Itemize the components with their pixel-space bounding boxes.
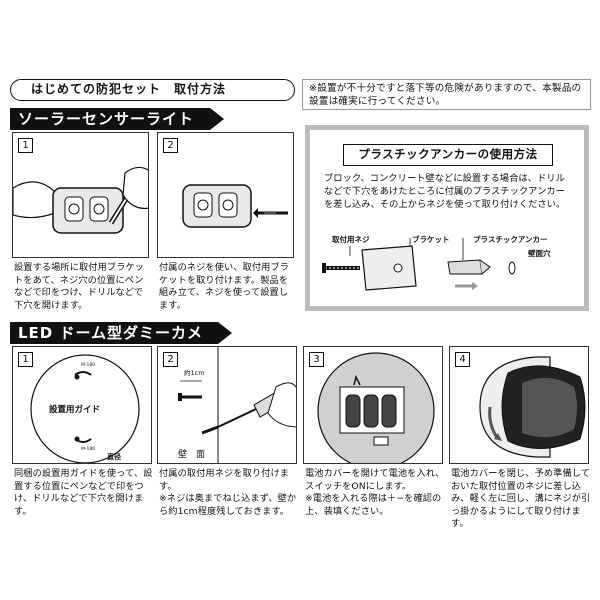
camera-step-3-text: 電池カバーを開けて電池を入れ、スイッチをONにします。: [305, 468, 445, 492]
camera-step-2-panel: 2 約1cm 壁 面: [157, 346, 297, 464]
step-number: 1: [18, 138, 33, 153]
guide-label: 設置用ガイド: [49, 405, 101, 415]
label-screw: 取付用ネジ: [332, 235, 370, 244]
plastic-anchor-instructions: プラスチックアンカーの使用方法 ブロック、コンクリート壁などに設置する場合は、ド…: [305, 125, 589, 311]
solar-step-1-text: 設置する場所に取付用ブラケットをあて、ネジ穴の位置にペンなどで印をつけ、ドリルな…: [14, 262, 145, 311]
camera-step-1-panel: 1 設置用ガイド M-180 M-180 直径 13.5cm: [12, 346, 152, 464]
anchor-text: ブロック、コンクリート壁などに設置する場合は、ドリルなどで下穴をあけたところに付…: [324, 173, 566, 210]
bracket-screw-illustration: [182, 184, 288, 228]
anchor-title: プラスチックアンカーの使用方法: [343, 144, 553, 166]
section-heading-solar-light: ソーラーセンサーライト: [10, 108, 224, 130]
section-heading-dummy-camera: LED ドーム型ダミーカメラ: [10, 322, 232, 364]
step-number: 3: [309, 352, 324, 367]
page-title: はじめての防犯セット 取付方法: [10, 79, 295, 101]
bracket-marking-illustration: [13, 166, 148, 234]
diameter-label: 直径 13.5cm: [107, 453, 136, 463]
installation-guide-illustration: [30, 354, 140, 463]
solar-step-2-text: 付属のネジを使い、取付用ブラケットを取り付けます。製品を組み立て、ネジを使って設…: [159, 262, 290, 311]
step-number: 4: [455, 352, 470, 367]
camera-step-2-note: ※ネジは奥までねじ込まず、壁から約1cm程度残しておきます。: [159, 493, 297, 517]
camera-step-3-panel: 3: [303, 346, 443, 464]
solar-step-2-panel: 2: [157, 132, 294, 258]
screw-mark-bottom: M-180: [81, 447, 96, 452]
label-wall-hole: 壁面穴: [528, 249, 551, 258]
solar-step-1-panel: 1: [12, 132, 149, 258]
battery-compartment-illustration: [317, 352, 435, 463]
approx-1cm-label: 約1cm: [184, 369, 205, 377]
camera-step-1-text: 同梱の設置用ガイドを使って、設置する位置にペンなどで印をつけ、ドリルなどで下穴を…: [14, 468, 153, 517]
anchor-diagram: [322, 238, 516, 291]
label-bracket: ブラケット: [412, 235, 450, 244]
step-number: 1: [18, 352, 33, 367]
label-plastic-anchor: プラスチックアンカー: [473, 235, 548, 244]
step-number: 2: [163, 352, 178, 367]
camera-step-4-panel: 4: [449, 346, 589, 464]
camera-step-2-text: 付属の取付用ネジを取り付けます。: [159, 468, 290, 492]
dome-camera-illustration: [479, 356, 586, 458]
screw-mark-top: M-180: [81, 363, 96, 368]
camera-step-4-text: 電池カバーを閉じ、予め準備しておいた取付位置のネジに差し込み、軽く左に回し、溝に…: [451, 468, 591, 529]
step-number: 2: [163, 138, 178, 153]
camera-step-3-note: ※電池を入れる際は＋−を確認の上、装填ください。: [305, 493, 442, 517]
safety-warning: ※設置が不十分ですと落下等の危険がありますので、本製品の設置は確実に行ってくださ…: [302, 79, 591, 110]
wall-label: 壁 面: [178, 450, 206, 460]
screw-driver-illustration: [178, 347, 296, 463]
